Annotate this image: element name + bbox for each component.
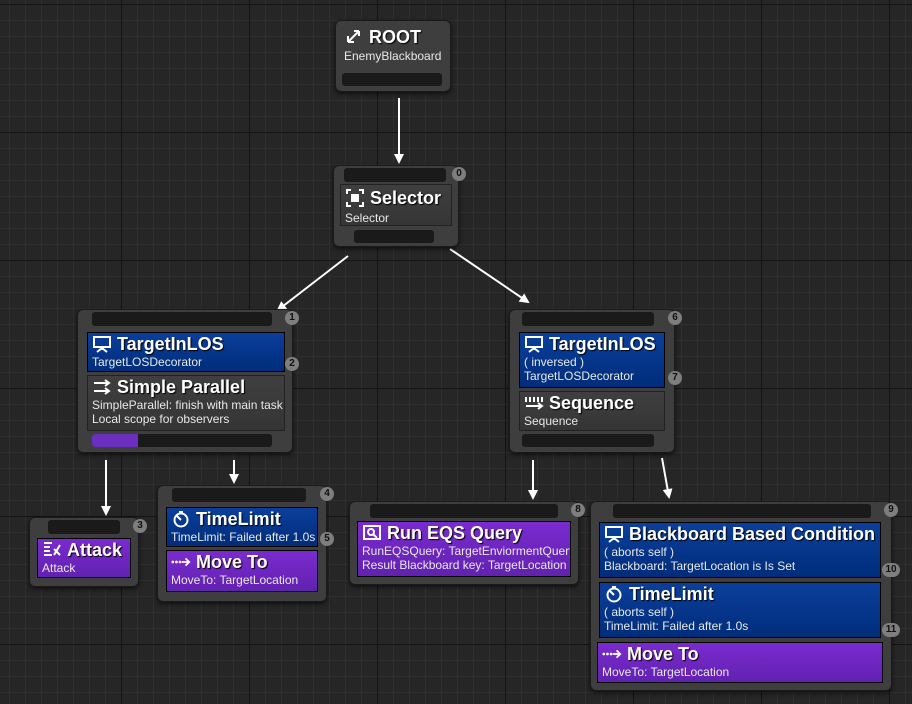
attack-subtitle: Attack	[42, 561, 76, 575]
selector-block: Selector Selector	[340, 184, 452, 226]
simple-parallel-line2: Local scope for observers	[92, 412, 230, 426]
stopwatch-icon	[604, 585, 624, 603]
sequence-title: Sequence	[549, 392, 635, 413]
selector-subtitle: Selector	[345, 211, 390, 225]
monitor-icon	[92, 335, 112, 353]
left-branch-node[interactable]: TargetInLOS TargetLOSDecorator Simple Pa…	[77, 309, 293, 453]
stopwatch-icon	[171, 510, 191, 528]
root-node[interactable]: ROOT EnemyBlackboard	[335, 20, 451, 92]
bb-timelimit-line2: TimeLimit: Failed after 1.0s	[604, 619, 749, 633]
move-arrow-icon	[602, 645, 622, 663]
eqs-index-badge: 8	[571, 503, 585, 517]
sequence-subtitle: Sequence	[524, 414, 579, 428]
timelimit-title: TimeLimit	[196, 508, 281, 529]
attack-input-pin[interactable]	[48, 520, 120, 534]
run-eqs-node[interactable]: Run EQS Query RunEQSQuery: TargetEnviorm…	[349, 501, 579, 585]
selector-icon	[345, 189, 365, 207]
timelimit-decorator-index-badge: 5	[320, 532, 334, 546]
left-decorator-targetinlos[interactable]: TargetInLOS TargetLOSDecorator	[87, 332, 285, 372]
bb-moveto-title: Move To	[627, 643, 699, 664]
bb-moveto-subtitle: MoveTo: TargetLocation	[602, 665, 730, 679]
run-eqs-line2: Result Blackboard key: TargetLocation	[362, 558, 567, 572]
bb-timelimit-index-badge: 11	[882, 623, 900, 637]
attack-title: Attack	[67, 539, 123, 560]
sequence-block[interactable]: Sequence Sequence	[519, 391, 665, 431]
blackboard-condition-line2: Blackboard: TargetLocation is Is Set	[604, 559, 796, 573]
move-arrow-icon	[171, 553, 191, 571]
simple-parallel-block[interactable]: Simple Parallel SimpleParallel: finish w…	[87, 375, 285, 431]
sequence-output-pin[interactable]	[522, 434, 654, 447]
bb-timelimit-title: TimeLimit	[629, 583, 714, 604]
blackboard-condition-line1: ( aborts self )	[604, 545, 675, 559]
root-output-pin[interactable]	[342, 73, 442, 86]
eqs-input-pin[interactable]	[370, 504, 558, 518]
bb-timelimit-decorator[interactable]: TimeLimit ( aborts self ) TimeLimit: Fai…	[599, 582, 881, 638]
blackboard-condition-title: Blackboard Based Condition	[629, 523, 876, 544]
root-title: ROOT	[369, 26, 421, 47]
blackboard-condition-decorator[interactable]: Blackboard Based Condition ( aborts self…	[599, 522, 881, 578]
root-block: ROOT EnemyBlackboard	[340, 25, 444, 71]
timelimit-input-pin[interactable]	[172, 488, 306, 502]
right-decorator-index-badge: 7	[668, 371, 682, 385]
sequence-icon	[524, 394, 544, 412]
timelimit-decorator[interactable]: TimeLimit TimeLimit: Failed after 1.0s	[166, 507, 318, 547]
eqs-icon	[362, 524, 382, 542]
simple-parallel-title: Simple Parallel	[117, 376, 246, 397]
timelimit-moveto-node[interactable]: TimeLimit TimeLimit: Failed after 1.0s M…	[157, 485, 327, 602]
run-eqs-title: Run EQS Query	[387, 522, 523, 543]
selector-input-pin[interactable]	[344, 168, 446, 182]
monitor-icon	[604, 525, 624, 543]
right-branch-node[interactable]: TargetInLOS ( inversed ) TargetLOSDecora…	[509, 309, 675, 453]
wire-sequence-bbgroup	[661, 457, 673, 499]
right-decorator-line2: TargetLOSDecorator	[524, 369, 635, 383]
right-branch-index-badge: 6	[668, 311, 682, 325]
root-subtitle: EnemyBlackboard	[344, 49, 442, 63]
blackboard-group-node[interactable]: Blackboard Based Condition ( aborts self…	[590, 501, 892, 691]
bb-group-input-pin[interactable]	[613, 504, 871, 518]
bb-timelimit-line1: ( aborts self )	[604, 605, 675, 619]
bb-moveto-task-block[interactable]: Move To MoveTo: TargetLocation	[597, 642, 883, 683]
simple-parallel-line1: SimpleParallel: finish with main task	[92, 398, 283, 412]
right-branch-input-pin[interactable]	[522, 312, 654, 326]
moveto-title: Move To	[196, 551, 268, 572]
monitor-icon	[524, 335, 544, 353]
run-eqs-task-block[interactable]: Run EQS Query RunEQSQuery: TargetEnviorm…	[357, 521, 571, 577]
left-decorator-subtitle: TargetLOSDecorator	[92, 355, 203, 369]
attack-node[interactable]: Attack Attack	[29, 517, 139, 587]
parallel-arrows-icon	[92, 378, 112, 396]
moveto-task-block[interactable]: Move To MoveTo: TargetLocation	[166, 550, 318, 592]
root-icon	[344, 28, 364, 46]
selector-output-pin[interactable]	[354, 230, 434, 243]
right-decorator-line1: ( inversed )	[524, 355, 585, 369]
main-task-pin-highlight	[92, 434, 138, 447]
attack-index-badge: 3	[133, 519, 147, 533]
right-decorator-targetinlos[interactable]: TargetInLOS ( inversed ) TargetLOSDecora…	[519, 332, 665, 388]
left-decorator-index-badge: 2	[285, 357, 299, 371]
attack-task-block[interactable]: Attack Attack	[37, 538, 131, 578]
timelimit-group-index-badge: 4	[320, 487, 334, 501]
run-eqs-line1: RunEQSQuery: TargetEnviormentQuery	[362, 544, 571, 558]
bb-decorator-index-badge: 10	[882, 563, 900, 577]
left-branch-index-badge: 1	[285, 311, 299, 325]
left-decorator-title: TargetInLOS	[117, 333, 224, 354]
wire-selector-left	[276, 255, 349, 312]
attack-icon	[42, 541, 62, 559]
moveto-subtitle: MoveTo: TargetLocation	[171, 573, 299, 587]
selector-index-badge: 0	[452, 167, 466, 181]
simple-parallel-output-pin[interactable]	[92, 434, 272, 447]
bb-group-index-badge: 9	[884, 503, 898, 517]
wire-selector-right	[449, 248, 530, 304]
selector-node[interactable]: Selector Selector	[333, 165, 459, 247]
right-decorator-title: TargetInLOS	[549, 333, 656, 354]
selector-title: Selector	[370, 187, 442, 208]
left-branch-input-pin[interactable]	[92, 312, 272, 326]
timelimit-subtitle: TimeLimit: Failed after 1.0s	[171, 530, 316, 544]
